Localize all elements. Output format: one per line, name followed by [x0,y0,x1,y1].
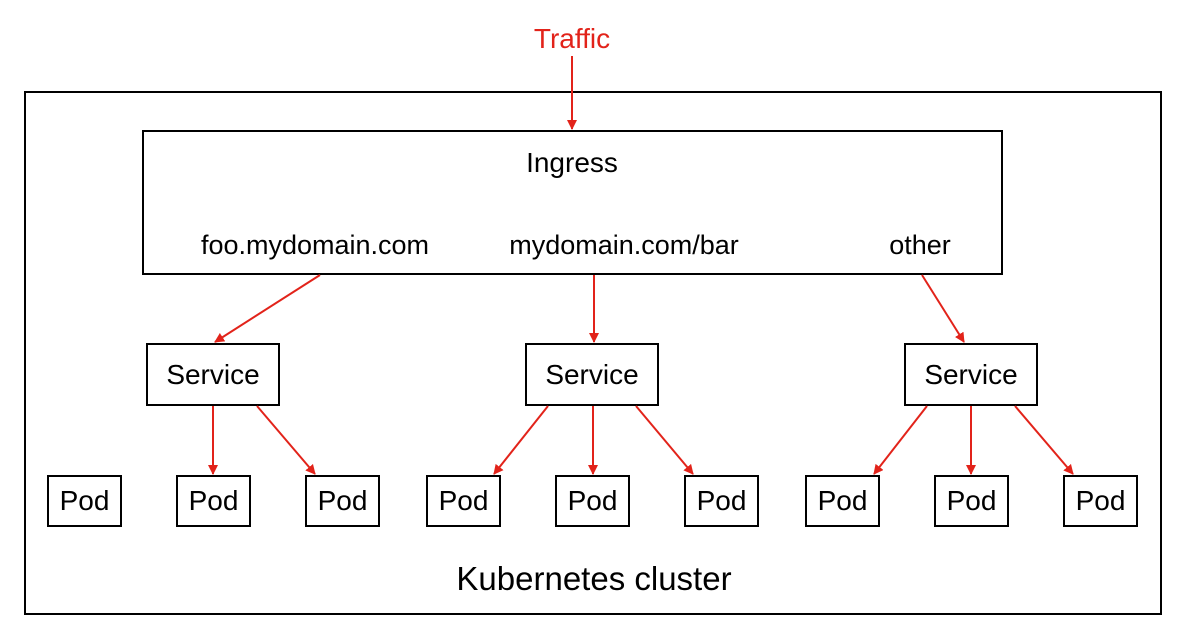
service-box [146,343,280,406]
pod-label: Pod [1076,485,1126,516]
pod-label: Pod [60,485,110,516]
ingress-box [142,130,1003,275]
pod-box [426,475,501,527]
pod-node: Pod [805,475,880,527]
pod-label: Pod [189,485,239,516]
cluster-label: Kubernetes cluster [456,560,731,597]
pod-label: Pod [318,485,368,516]
service-label: Service [545,359,638,390]
traffic-label: Traffic [534,23,610,54]
pod-label: Pod [439,485,489,516]
edge-service-pod [493,405,549,475]
service-box [904,343,1038,406]
edge-service-pod [1014,405,1074,475]
pod-box [176,475,251,527]
pod-node: Pod [176,475,251,527]
pod-label: Pod [568,485,618,516]
pod-node: Pod [47,475,122,527]
pod-label: Pod [947,485,997,516]
edge-service-pod [873,405,928,475]
service-box [525,343,659,406]
pod-node: Pod [305,475,380,527]
service-node: Service [525,343,659,406]
ingress-rule-other: other [889,230,951,260]
pod-node: Pod [1063,475,1138,527]
pod-box [555,475,630,527]
ingress-rule-bar: mydomain.com/bar [509,230,739,260]
service-node: Service [146,343,280,406]
pod-box [934,475,1009,527]
pod-box [805,475,880,527]
service-node: Service [904,343,1038,406]
pod-box [305,475,380,527]
edge-ingress-service [921,274,965,343]
edge-service-pod [256,405,316,475]
pod-box [1063,475,1138,527]
pod-label: Pod [697,485,747,516]
pod-box [47,475,122,527]
service-label: Service [924,359,1017,390]
pod-node: Pod [426,475,501,527]
edge-ingress-service [214,274,321,343]
ingress-rule-foo: foo.mydomain.com [201,230,429,260]
service-label: Service [166,359,259,390]
pod-label: Pod [818,485,868,516]
pod-box [684,475,759,527]
pod-node: Pod [934,475,1009,527]
pod-node: Pod [684,475,759,527]
ingress-label: Ingress [526,147,618,178]
pod-node: Pod [555,475,630,527]
edge-service-pod [635,405,694,475]
